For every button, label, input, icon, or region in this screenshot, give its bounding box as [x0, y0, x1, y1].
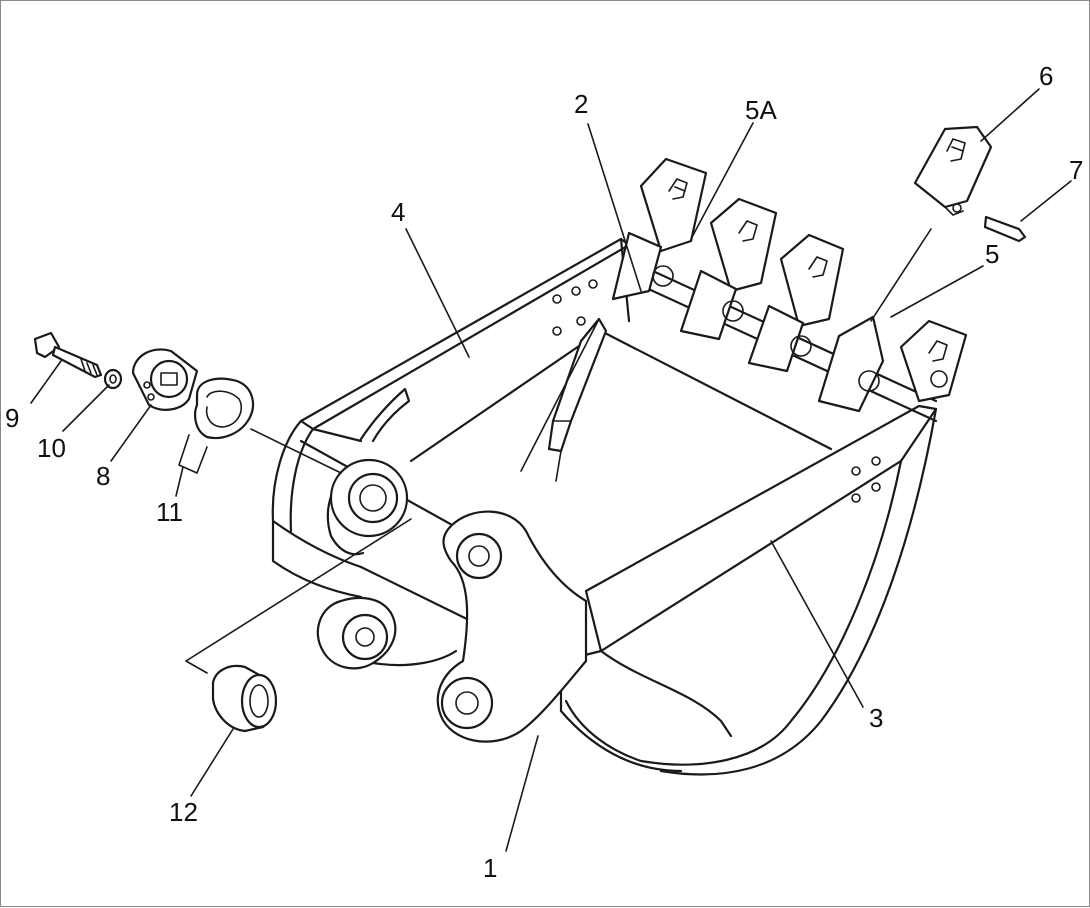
callout-9: 9 — [5, 403, 19, 433]
callout-5a: 5A — [745, 95, 777, 125]
spare-tooth — [913, 125, 993, 216]
side-cutter — [547, 317, 608, 482]
retainer-plate — [131, 348, 199, 411]
callout-1: 1 — [483, 853, 497, 883]
shim — [178, 377, 255, 474]
callout-5: 5 — [985, 239, 999, 269]
callout-11: 11 — [156, 497, 183, 527]
washer — [103, 368, 123, 390]
teeth-row — [611, 157, 968, 423]
callout-3: 3 — [869, 703, 883, 733]
callout-8: 8 — [96, 461, 110, 491]
callout-lines — [30, 88, 1072, 852]
callout-12: 12 — [169, 797, 198, 827]
callout-6: 6 — [1039, 61, 1053, 91]
bolt — [33, 331, 103, 379]
callout-10: 10 — [37, 433, 66, 463]
bushing — [211, 664, 278, 733]
bucket-body — [271, 237, 938, 776]
callout-4: 4 — [391, 197, 405, 227]
callout-7: 7 — [1069, 155, 1083, 185]
tooth-pin — [983, 215, 1027, 243]
leader-lines — [185, 318, 600, 674]
callout-2: 2 — [574, 89, 588, 119]
callout-labels: 1 2 3 4 5 5A 6 7 8 9 10 11 12 — [5, 61, 1083, 883]
